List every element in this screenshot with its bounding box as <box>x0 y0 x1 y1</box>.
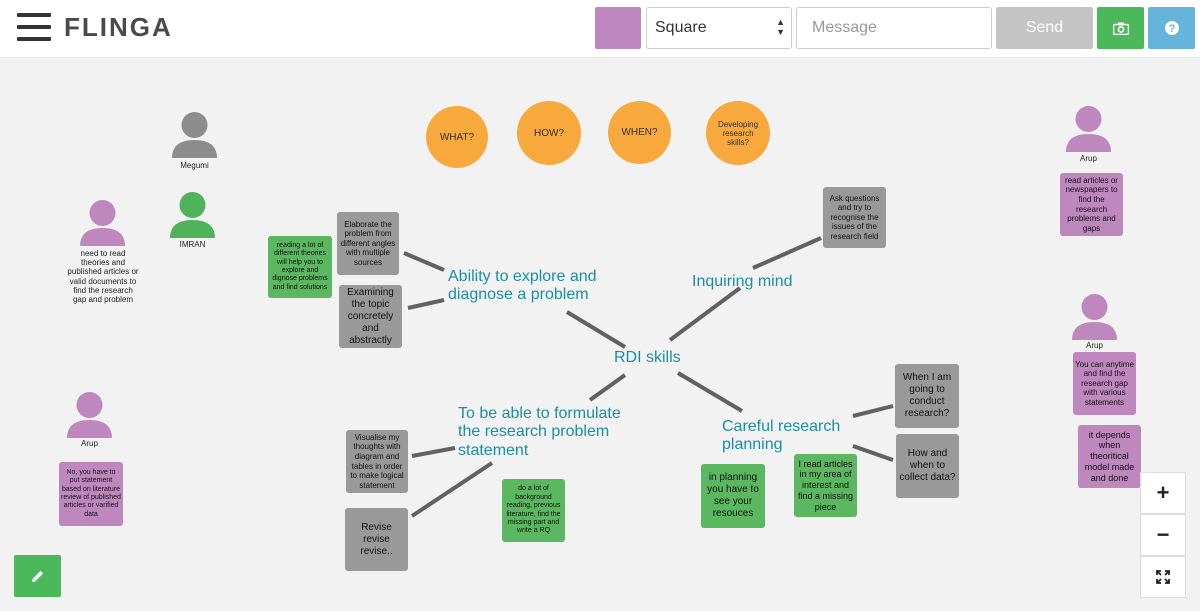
svg-text:?: ? <box>1168 23 1175 35</box>
note-text: in planning you have to see your resouce… <box>707 472 759 519</box>
green-sticky-note[interactable]: I read articles in my area of interest a… <box>794 454 857 517</box>
circle-label: HOW? <box>534 127 564 139</box>
connector-line <box>407 298 445 310</box>
connector-line <box>852 404 894 418</box>
mindmap-branch[interactable]: Careful research planning <box>722 418 841 454</box>
gray-sticky-note[interactable]: When I am going to conduct research? <box>895 364 959 428</box>
person-icon <box>1072 294 1117 340</box>
note-text: Visualise my thoughts with diagram and t… <box>350 432 404 490</box>
circle-label: Developing research skills? <box>717 119 759 147</box>
purple-sticky-note[interactable]: it depends when theoritical model made a… <box>1078 425 1141 488</box>
user-name: Arup <box>1080 154 1097 163</box>
green-sticky-note[interactable]: reading a lot of different theories will… <box>268 236 332 298</box>
connector-line <box>852 444 894 462</box>
note-text: Ask questions and try to recognise the i… <box>829 193 880 241</box>
purple-sticky-note[interactable]: You can anytime and find the research ga… <box>1073 352 1136 415</box>
top-bar: FLINGA Square ▲▼ Send ? <box>0 0 1200 58</box>
connector-line <box>588 373 627 402</box>
person-icon <box>1066 106 1111 152</box>
zoom-out-button[interactable]: − <box>1140 514 1186 556</box>
connector-line <box>676 371 744 413</box>
zoom-in-button[interactable]: + <box>1140 472 1186 514</box>
green-sticky-note[interactable]: do a lot of background reading, previous… <box>502 479 565 542</box>
user-name: Arup <box>81 439 98 448</box>
select-arrows-icon: ▲▼ <box>776 17 785 37</box>
note-text: How and when to collect data? <box>899 448 956 483</box>
connector-line <box>565 310 627 349</box>
note-text: read articles or newspapers to find the … <box>1065 175 1118 233</box>
color-picker-button[interactable] <box>595 7 641 49</box>
user-name: Arup <box>1086 341 1103 350</box>
circle-label: WHAT? <box>439 131 475 143</box>
user-avatar[interactable]: Arup <box>1071 292 1118 354</box>
mindmap-center[interactable]: RDI skills <box>614 349 681 366</box>
person-icon <box>67 392 112 438</box>
person-icon <box>80 200 125 246</box>
person-icon <box>172 112 217 158</box>
connector-line <box>410 461 494 518</box>
user-avatar[interactable]: IMRAN <box>169 190 216 252</box>
fullscreen-icon <box>1156 570 1170 584</box>
fullscreen-button[interactable] <box>1140 556 1186 598</box>
note-text: Revise revise revise.. <box>360 521 393 557</box>
mindmap-branch[interactable]: Ability to explore and diagnose a proble… <box>448 268 597 304</box>
user-avatar[interactable]: Arup <box>1065 104 1112 166</box>
message-input[interactable] <box>796 7 992 49</box>
note-text: When I am going to conduct research? <box>902 372 952 419</box>
user-avatar[interactable]: Megumi <box>171 110 218 172</box>
app-logo: FLINGA <box>64 12 173 42</box>
camera-icon <box>1112 22 1129 35</box>
help-button[interactable]: ? <box>1148 7 1195 49</box>
connector-line <box>752 236 822 270</box>
connector-line <box>411 446 456 458</box>
note-text: it depends when theoritical model made a… <box>1084 429 1135 483</box>
user-name: Megumi <box>180 161 209 170</box>
menu-icon[interactable] <box>17 13 51 41</box>
note-text: do a lot of background reading, previous… <box>506 485 561 535</box>
question-circle[interactable]: Developing research skills? <box>706 101 770 165</box>
connector-line <box>403 251 445 272</box>
note-text: No, you have to put statement based on l… <box>61 468 121 518</box>
note-text: reading a lot of different theories will… <box>272 241 328 291</box>
gray-sticky-note[interactable]: Visualise my thoughts with diagram and t… <box>346 430 408 493</box>
purple-sticky-note[interactable]: No, you have to put statement based on l… <box>59 462 123 526</box>
question-circle[interactable]: HOW? <box>517 101 581 165</box>
green-sticky-note[interactable]: in planning you have to see your resouce… <box>701 464 765 528</box>
user-name: IMRAN <box>179 240 206 249</box>
circle-label: WHEN? <box>621 127 658 138</box>
mindmap-branch[interactable]: Inquiring mind <box>692 273 793 290</box>
gray-sticky-note[interactable]: Elaborate the problem from different ang… <box>337 212 399 275</box>
note-text: Examining the topic concretely and abstr… <box>347 286 394 346</box>
user-avatar[interactable]: Arup <box>66 390 113 452</box>
user-avatar[interactable] <box>79 198 126 246</box>
gray-sticky-note[interactable]: Revise revise revise.. <box>345 508 408 571</box>
note-text: I read articles in my area of interest a… <box>797 458 854 512</box>
note-text: You can anytime and find the research ga… <box>1075 359 1134 407</box>
question-circle[interactable]: WHAT? <box>426 106 488 168</box>
gray-sticky-note[interactable]: Ask questions and try to recognise the i… <box>823 187 886 248</box>
camera-button[interactable] <box>1097 7 1144 49</box>
gray-sticky-note[interactable]: How and when to collect data? <box>896 434 959 498</box>
pencil-button[interactable] <box>14 555 61 597</box>
purple-sticky-note[interactable]: read articles or newspapers to find the … <box>1060 173 1123 236</box>
shape-select-value: Square <box>655 19 707 36</box>
help-icon: ? <box>1164 21 1179 35</box>
pencil-icon <box>31 570 43 582</box>
person-icon <box>170 192 215 238</box>
mindmap-branch[interactable]: To be able to formulate the research pro… <box>458 405 621 459</box>
shape-select[interactable]: Square ▲▼ <box>646 7 792 49</box>
connector-line <box>668 286 742 342</box>
text-note[interactable]: need to read theories and published arti… <box>67 249 139 304</box>
send-button[interactable]: Send <box>996 7 1093 49</box>
gray-sticky-note[interactable]: Examining the topic concretely and abstr… <box>339 285 402 348</box>
question-circle[interactable]: WHEN? <box>608 101 671 164</box>
note-text: Elaborate the problem from different ang… <box>340 219 396 267</box>
